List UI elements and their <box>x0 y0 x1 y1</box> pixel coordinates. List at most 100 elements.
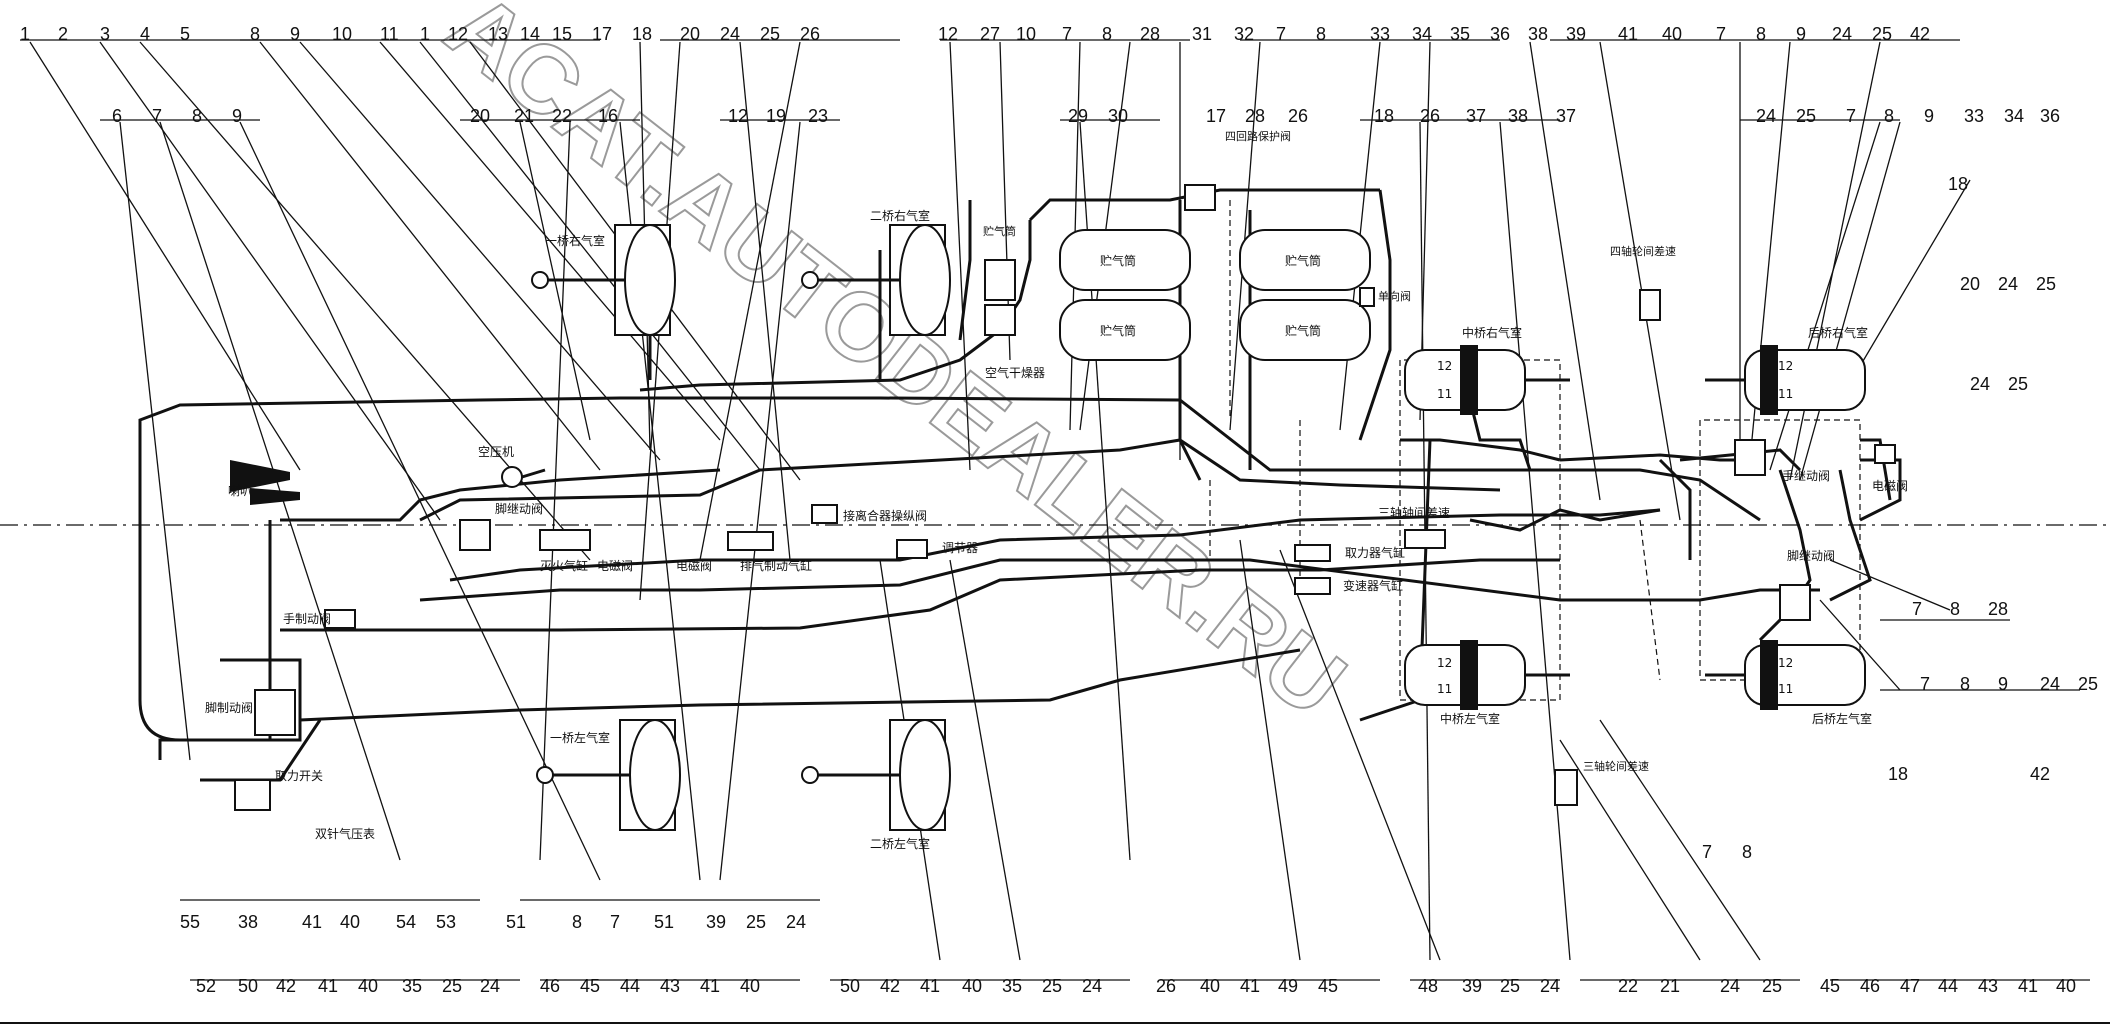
top-row-number-11: 13 <box>488 24 508 44</box>
bottom-row1-number-7: 8 <box>572 912 582 932</box>
hand-brake-valve-label: 手制动阀 <box>283 612 331 626</box>
top-row-number-21: 27 <box>980 24 1000 44</box>
top-row-number-32: 35 <box>1450 24 1470 44</box>
top-row-number-34: 38 <box>1528 24 1548 44</box>
second-row-number-6: 22 <box>552 106 572 126</box>
foot-brake-valve-lower: 脚制动阀 <box>205 689 296 736</box>
rear-relay-valve: 脚继动阀 <box>1779 548 1835 621</box>
bottom-row2-number-5: 35 <box>402 976 422 996</box>
bottom-row2-number-17: 40 <box>962 976 982 996</box>
fourth-axle-diff-label: 四轴轮间差速 <box>1610 244 1676 258</box>
air-tanks: 贮气筒 贮气筒 贮气筒 贮气筒 <box>1059 229 1371 361</box>
second-row-number-11: 29 <box>1068 106 1088 126</box>
second-row-number-21: 24 <box>1756 106 1776 126</box>
bottom-row2-number-18: 35 <box>1002 976 1022 996</box>
right-side-number-3: 25 <box>2036 274 2056 294</box>
second-row-number-2: 8 <box>192 106 202 126</box>
top-row-number-40: 9 <box>1796 24 1806 44</box>
solenoid-valve-1: 电磁阀 <box>597 558 633 573</box>
pto-cylinder: 取力器气缸 <box>1294 544 1405 562</box>
clutch-valve: 接离合器操纵阀 <box>811 504 927 524</box>
bottom-row1-number-9: 51 <box>654 912 674 932</box>
air-tank-label-2: 贮气筒 <box>1100 323 1136 338</box>
second-row-number-20: 37 <box>1556 106 1576 126</box>
four-circuit-valve-label: 四回路保护阀 <box>1225 129 1291 143</box>
second-row-number-16: 18 <box>1374 106 1394 126</box>
fourth-axle-diff: 四轴轮间差速 <box>1610 244 1676 321</box>
top-row-number-23: 7 <box>1062 24 1072 44</box>
clutch-valve-label: 接离合器操纵阀 <box>843 508 927 523</box>
axle2-left-chamber: 二桥左气室 <box>801 719 951 851</box>
bottom-row2-number-22: 40 <box>1200 976 1220 996</box>
right-side-number-5: 25 <box>2008 374 2028 394</box>
solenoid-valve-label-1: 电磁阀 <box>597 558 633 573</box>
second-row-number-4: 20 <box>470 106 490 126</box>
bottom-row2-number-6: 25 <box>442 976 462 996</box>
top-row-number-41: 24 <box>1832 24 1852 44</box>
bottom-row1-number-5: 53 <box>436 912 456 932</box>
axle1-right-chamber: 一桥右气室 <box>531 224 676 336</box>
bottom-row2-number-27: 39 <box>1462 976 1482 996</box>
top-row-number-16: 20 <box>680 24 700 44</box>
bottom-row2-number-0: 52 <box>196 976 216 996</box>
top-row-number-13: 15 <box>552 24 572 44</box>
bottom-row2-number-30: 22 <box>1618 976 1638 996</box>
foot-brake-valve-label: 脚继动阀 <box>495 501 543 516</box>
bottom-row1-number-2: 41 <box>302 912 322 932</box>
horn-label: 喇叭 <box>228 483 252 498</box>
top-row-number-30: 33 <box>1370 24 1390 44</box>
foot-brake-valve-lower-label: 脚制动阀 <box>205 700 253 715</box>
second-row-number-25: 9 <box>1924 106 1934 126</box>
bottom-row1-number-8: 7 <box>610 912 620 932</box>
second-row-number-28: 36 <box>2040 106 2060 126</box>
bottom-row1-number-4: 54 <box>396 912 416 932</box>
right-side-number-2: 24 <box>1998 274 2018 294</box>
top-row-number-22: 10 <box>1016 24 1036 44</box>
svg-text:11: 11 <box>1778 682 1793 696</box>
second-row-number-26: 33 <box>1964 106 1984 126</box>
top-row-number-17: 24 <box>720 24 740 44</box>
bottom-row2-number-29: 24 <box>1540 976 1560 996</box>
fire-cylinder: 灭火气缸 <box>539 529 591 573</box>
bottom-row1-number-10: 39 <box>706 912 726 932</box>
check-valve: 单向阀 <box>1359 287 1411 307</box>
bottom-row1-number-11: 25 <box>746 912 766 932</box>
second-row-number-1: 7 <box>152 106 162 126</box>
bottom-row2-number-36: 47 <box>1900 976 1920 996</box>
second-row-number-24: 8 <box>1884 106 1894 126</box>
compressor-label: 空压机 <box>478 445 514 459</box>
air-tank-label-4: 贮气筒 <box>1285 323 1321 338</box>
top-row-number-1: 2 <box>58 24 68 44</box>
transfer-cylinder-label: 变速器气缸 <box>1343 578 1403 593</box>
bottom-row2-number-24: 49 <box>1278 976 1298 996</box>
compressor: 空压机 <box>478 445 546 488</box>
top-row-number-7: 10 <box>332 24 352 44</box>
air-dryer: 空气干燥器 贮气筒 <box>983 224 1045 380</box>
third-axle-diff-label: 三轴轴间差速 <box>1378 505 1450 520</box>
right-side-number-12: 24 <box>2040 674 2060 694</box>
top-callout-leaders <box>20 39 2090 981</box>
top-row-number-9: 1 <box>420 24 430 44</box>
exhaust-brake-cylinder: 排气制动气缸 <box>727 531 812 573</box>
dual-gauge: 双针气压表 <box>315 826 375 841</box>
top-row-number-28: 7 <box>1276 24 1286 44</box>
right-side-number-15: 18 <box>1888 764 1908 784</box>
axle1-left-chamber-label: 一桥左气室 <box>550 730 610 745</box>
bottom-row2-number-33: 25 <box>1762 976 1782 996</box>
right-side-number-1: 20 <box>1960 274 1980 294</box>
bottom-row2-number-8: 46 <box>540 976 560 996</box>
second-row-number-23: 7 <box>1846 106 1856 126</box>
second-row-number-14: 28 <box>1245 106 1265 126</box>
bottom-row2-number-37: 44 <box>1938 976 1958 996</box>
top-row-number-10: 12 <box>448 24 468 44</box>
second-row-number-27: 34 <box>2004 106 2024 126</box>
second-row-number-10: 23 <box>808 106 828 126</box>
top-row-number-20: 12 <box>938 24 958 44</box>
right-side-number-16: 7 <box>1702 842 1712 862</box>
bottom-row2-number-19: 25 <box>1042 976 1062 996</box>
bottom-row1-number-12: 24 <box>786 912 806 932</box>
third-wheel-diff-label: 三轴轮间差速 <box>1583 759 1649 773</box>
